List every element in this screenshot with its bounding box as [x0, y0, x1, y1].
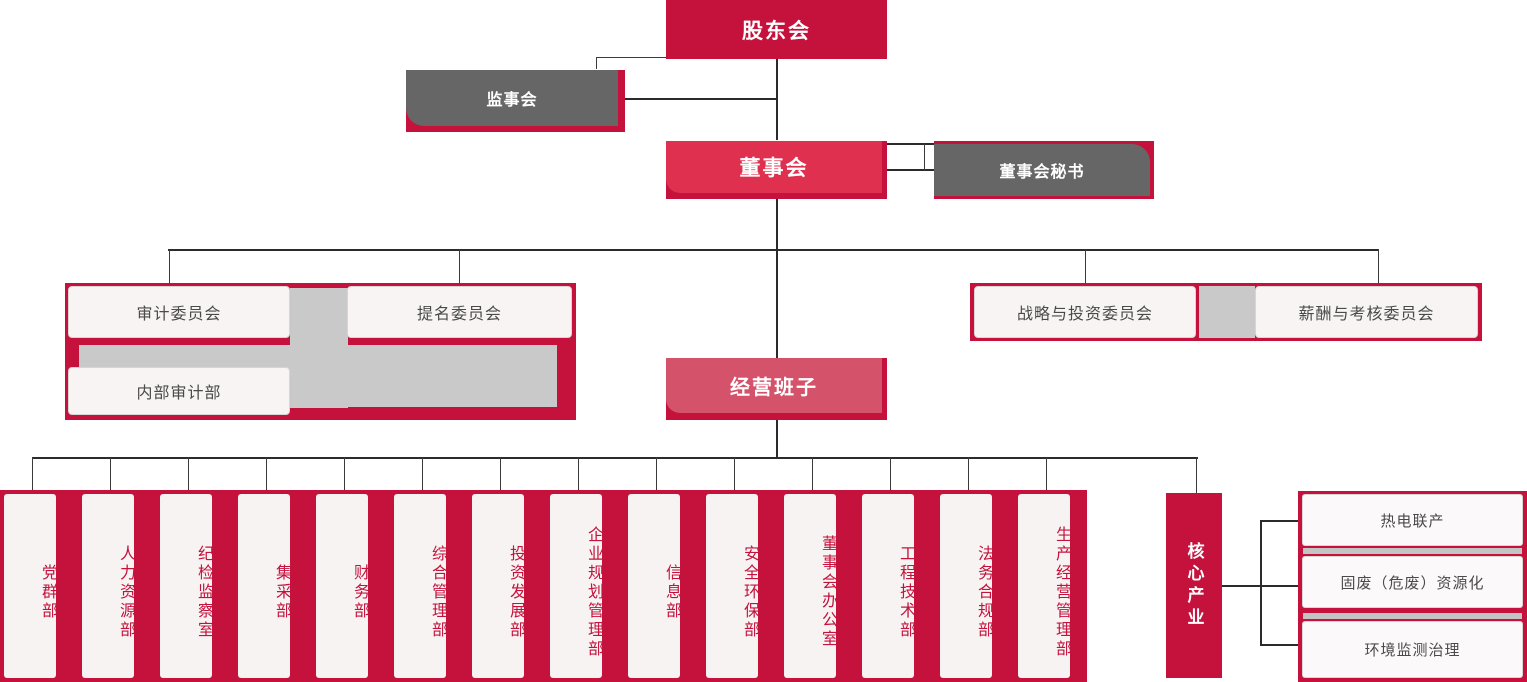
- connector-drop-dept-6: [500, 457, 501, 493]
- connector-core-out: [1222, 585, 1262, 587]
- connector-board-down: [776, 198, 778, 358]
- connector-industry-0: [1260, 520, 1302, 522]
- department-3[interactable]: 集采部: [238, 494, 290, 678]
- connector-industry-spine: [1260, 521, 1262, 645]
- node-supervisory-label: 监事会: [486, 92, 538, 109]
- connector-drop-dept-7: [578, 457, 579, 493]
- node-management[interactable]: 经营班子: [666, 358, 882, 413]
- industry-separator-1: [1303, 613, 1522, 619]
- connector-drop-strategy: [1085, 249, 1086, 285]
- connector-board-secretary: [886, 169, 938, 171]
- connector-board-secretary-v: [924, 143, 925, 171]
- connector-drop-dept-3: [266, 457, 267, 493]
- node-board[interactable]: 董事会: [666, 141, 882, 193]
- department-4[interactable]: 财务部: [316, 494, 368, 678]
- connector-board-secretary-top: [886, 143, 938, 145]
- connector-supervisory-stub: [596, 57, 686, 58]
- committee-nomination-label: 提名委员会: [416, 306, 502, 323]
- department-internal-audit-label: 内部审计部: [136, 385, 222, 402]
- connector-drop-dept-0: [32, 457, 33, 493]
- committee-strategy-investment[interactable]: 战略与投资委员会: [974, 286, 1196, 338]
- department-2[interactable]: 纪检监察室: [160, 494, 212, 678]
- node-shareholders-label: 股东会: [742, 19, 811, 43]
- connector-department-bus: [32, 457, 1198, 459]
- connector-drop-core: [1196, 457, 1197, 493]
- committee-audit[interactable]: 审计委员会: [68, 286, 290, 338]
- committee-right-gray-gap: [1199, 286, 1255, 338]
- department-5[interactable]: 综合管理部: [394, 494, 446, 678]
- department-13[interactable]: 生产经营管理部: [1018, 494, 1070, 678]
- department-12[interactable]: 法务合规部: [940, 494, 992, 678]
- department-1[interactable]: 人力资源部: [82, 494, 134, 678]
- connector-drop-dept-5: [422, 457, 423, 493]
- connector-drop-dept-11: [890, 457, 891, 493]
- connector-drop-dept-10: [812, 457, 813, 493]
- connector-drop-compensation: [1378, 249, 1379, 285]
- node-board-secretary[interactable]: 董事会秘书: [934, 144, 1150, 196]
- industry-2[interactable]: 环境监测治理: [1302, 621, 1523, 678]
- connector-drop-dept-2: [188, 457, 189, 493]
- department-10[interactable]: 董事会办公室: [784, 494, 836, 678]
- industry-1[interactable]: 固废（危废）资源化: [1302, 556, 1523, 608]
- connector-management-down: [776, 420, 778, 458]
- committee-audit-label: 审计委员会: [136, 306, 222, 323]
- industry-separator-0: [1303, 548, 1522, 554]
- connector-drop-dept-12: [968, 457, 969, 493]
- department-9[interactable]: 安全环保部: [706, 494, 758, 678]
- department-6[interactable]: 投资发展部: [472, 494, 524, 678]
- committee-left-gray-gap: [290, 288, 348, 408]
- node-core-industry[interactable]: 核心产业: [1166, 493, 1222, 678]
- department-internal-audit[interactable]: 内部审计部: [68, 367, 290, 415]
- connector-committee-bus: [168, 249, 1379, 251]
- connector-drop-audit: [169, 249, 170, 285]
- department-11[interactable]: 工程技术部: [862, 494, 914, 678]
- connector-drop-dept-1: [110, 457, 111, 493]
- committee-strategy-investment-label: 战略与投资委员会: [1016, 306, 1153, 323]
- department-8[interactable]: 信息部: [628, 494, 680, 678]
- committee-nomination[interactable]: 提名委员会: [347, 286, 572, 338]
- department-7[interactable]: 企业规划管理部: [550, 494, 602, 678]
- committee-compensation-assessment[interactable]: 薪酬与考核委员会: [1255, 286, 1478, 338]
- connector-drop-dept-9: [734, 457, 735, 493]
- node-shareholders[interactable]: 股东会: [666, 0, 887, 59]
- department-0[interactable]: 党群部: [4, 494, 56, 678]
- node-management-label: 经营班子: [730, 377, 818, 399]
- connector-drop-dept-8: [656, 457, 657, 493]
- connector-supervisory-stub-v: [596, 57, 597, 69]
- node-board-label: 董事会: [739, 157, 809, 180]
- connector-supervisory: [624, 98, 778, 100]
- connector-industry-1: [1260, 585, 1302, 587]
- connector-industry-2: [1260, 644, 1302, 646]
- industry-0[interactable]: 热电联产: [1302, 494, 1523, 546]
- connector-drop-nomination: [459, 249, 460, 285]
- node-board-secretary-label: 董事会秘书: [999, 164, 1085, 181]
- connector-drop-dept-13: [1046, 457, 1047, 493]
- connector-drop-dept-4: [344, 457, 345, 493]
- committee-compensation-assessment-label: 薪酬与考核委员会: [1298, 306, 1435, 323]
- node-supervisory[interactable]: 监事会: [406, 70, 618, 126]
